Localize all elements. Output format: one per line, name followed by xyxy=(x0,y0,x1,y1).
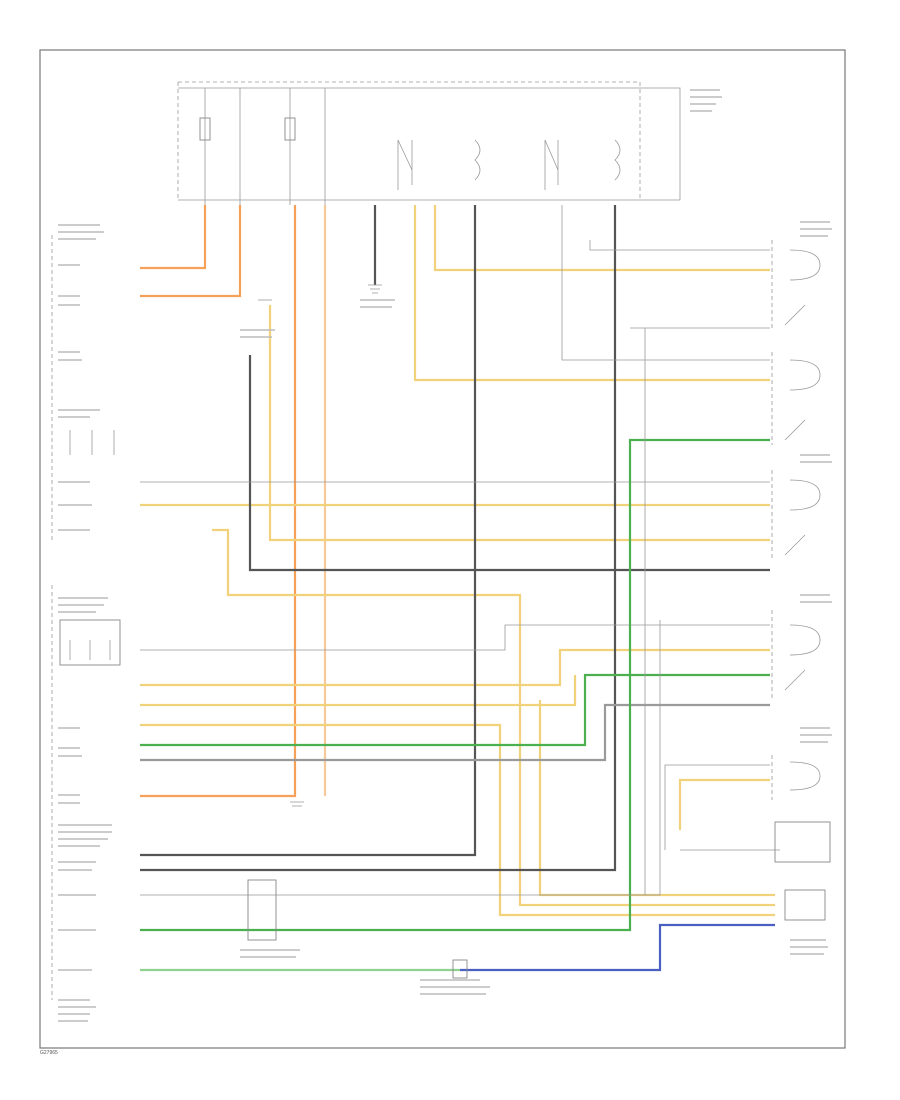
ground-icon xyxy=(258,284,382,807)
relay-coil-icon xyxy=(474,139,621,181)
wire-yellow-e xyxy=(140,675,577,707)
diagram-reference-code: G27965 xyxy=(40,1050,58,1056)
wire-orange-long xyxy=(140,205,297,798)
left-module-boxes xyxy=(51,235,121,1000)
wire-yellow-h xyxy=(268,305,770,542)
wire-yellow-a xyxy=(433,205,770,272)
wire-yellow-i xyxy=(538,700,775,897)
wire-blue xyxy=(460,923,775,972)
wire-green-a xyxy=(140,673,770,747)
wire-orange-battery xyxy=(140,205,207,270)
wire-gray-f xyxy=(664,764,770,850)
right-actuators xyxy=(771,240,831,921)
wire-cyan-a xyxy=(140,327,770,896)
wire-yellow-d xyxy=(140,648,770,687)
wire-black-h xyxy=(248,355,770,572)
actuator-motor-icon xyxy=(789,249,821,791)
wire-gray-b xyxy=(140,624,770,651)
wire-gray-c xyxy=(140,703,770,762)
wire-green-b xyxy=(140,438,770,932)
switch-icon xyxy=(784,304,806,691)
wire-yellow-b xyxy=(413,205,770,382)
diagram-border xyxy=(39,49,846,1049)
wire-gray-e xyxy=(589,240,770,251)
wire-orange-battery-2 xyxy=(140,205,242,298)
wire-gray-d xyxy=(561,205,770,361)
wire-black-ground xyxy=(140,205,477,857)
wire-harness xyxy=(140,205,780,972)
illegible-labels xyxy=(58,89,832,1022)
relay-icon xyxy=(397,139,559,190)
wire-yellow-g xyxy=(212,528,775,907)
connector-icon xyxy=(247,879,468,979)
wire-yellow-f xyxy=(140,723,775,917)
wire-black-ground-2 xyxy=(140,205,617,872)
wire-yellow-j xyxy=(678,778,770,830)
fuse-relay-block xyxy=(177,81,681,205)
